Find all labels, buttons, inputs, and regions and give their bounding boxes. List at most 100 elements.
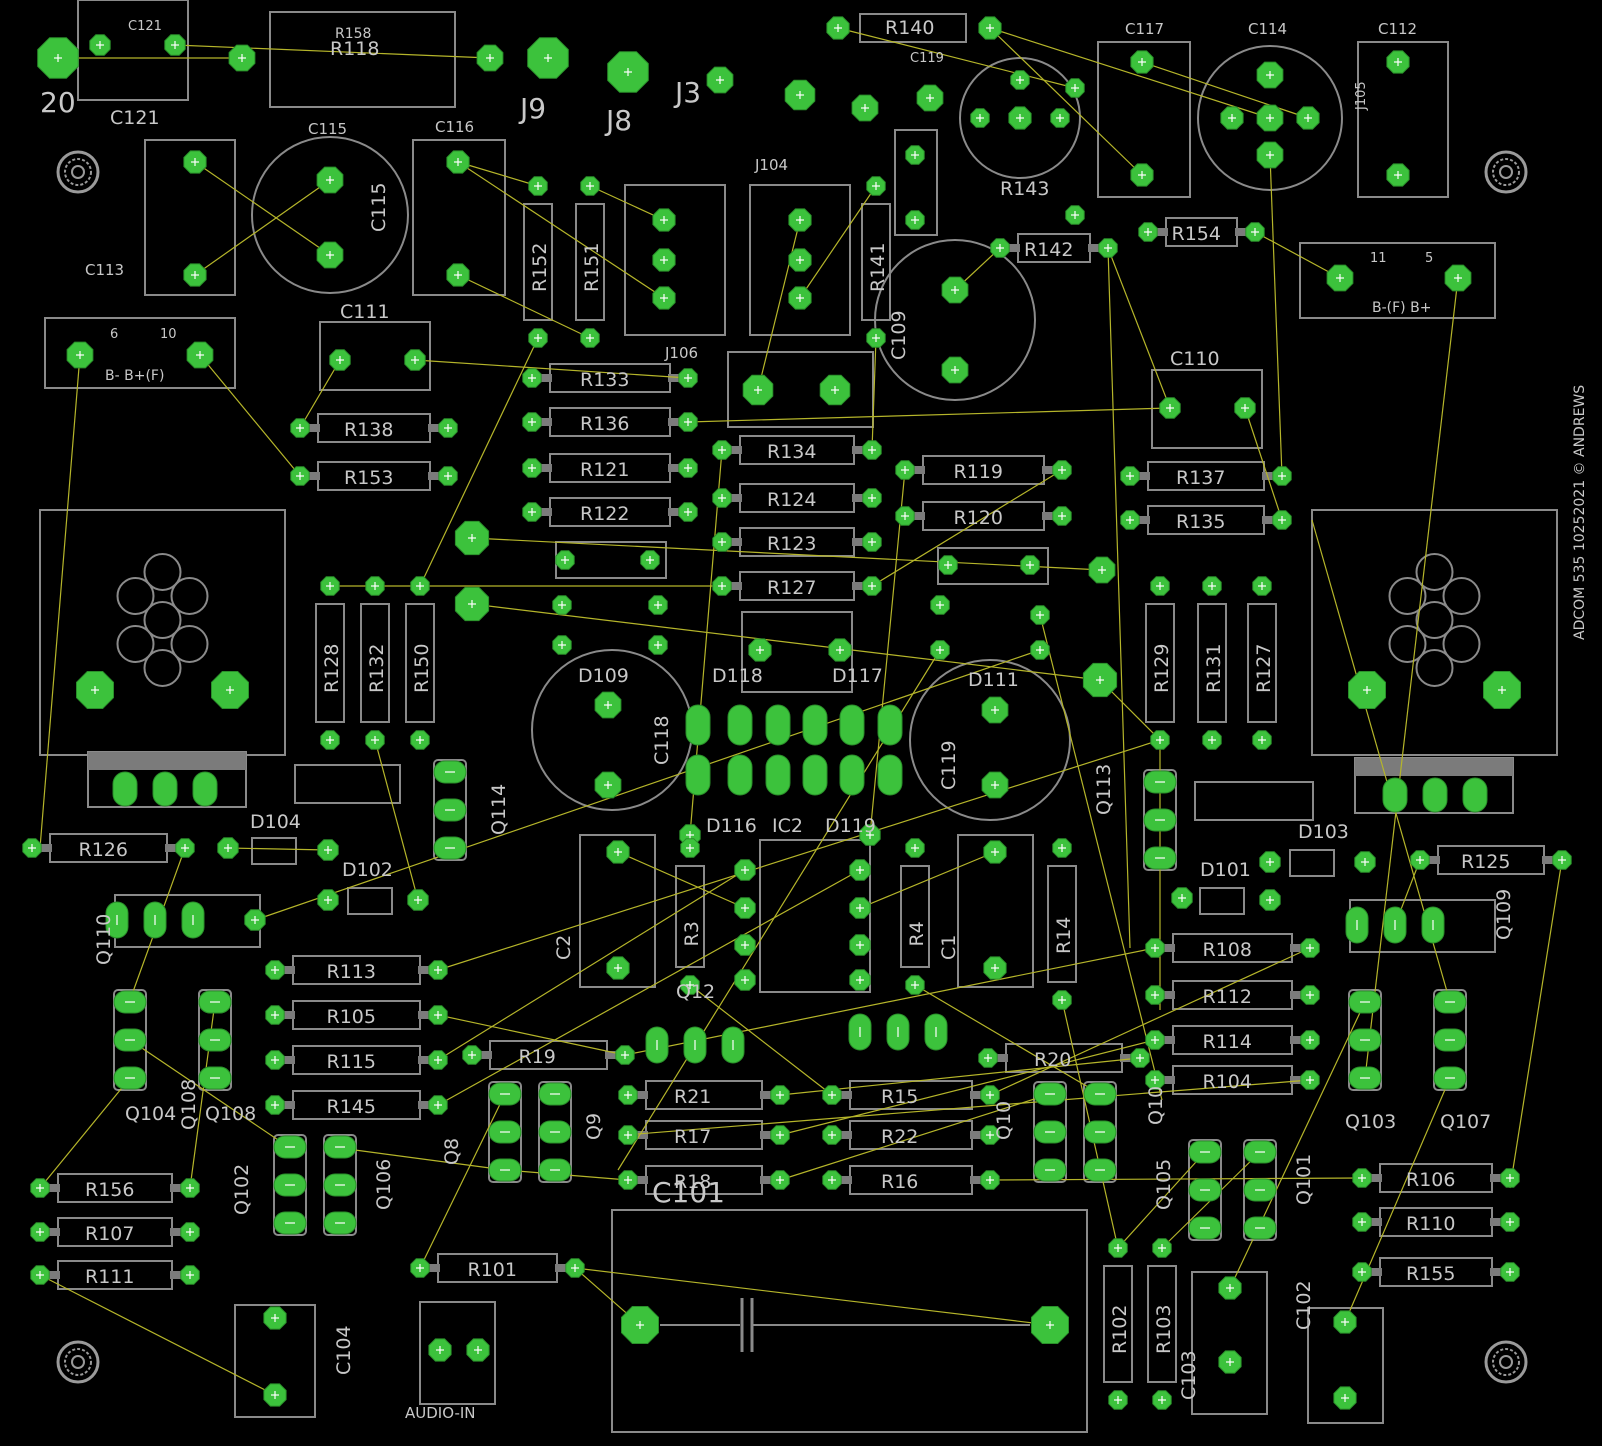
lead bbox=[1370, 1174, 1382, 1182]
lead bbox=[48, 1184, 60, 1192]
lead bbox=[730, 446, 742, 454]
lead bbox=[1042, 512, 1054, 520]
lead bbox=[1235, 228, 1247, 236]
silk-label: J8 bbox=[604, 104, 632, 137]
airwire bbox=[457, 161, 539, 187]
airwire bbox=[869, 469, 906, 836]
power-pin bbox=[143, 601, 182, 639]
lead bbox=[555, 1264, 567, 1272]
pad bbox=[112, 771, 138, 807]
c107-box bbox=[937, 547, 1049, 585]
lead bbox=[840, 1176, 852, 1184]
silk-label: R121 bbox=[580, 459, 629, 481]
lead bbox=[730, 538, 742, 546]
silk-label: R15 bbox=[881, 1086, 918, 1108]
silk-label: R106 bbox=[1406, 1169, 1455, 1191]
silk-label: D104 bbox=[250, 811, 301, 833]
resistor-body bbox=[360, 603, 390, 723]
silk-label: D102 bbox=[342, 859, 393, 881]
credit-text: ADCOM 535 10252021 © ANDREWS bbox=[1572, 385, 1588, 640]
lead bbox=[283, 966, 295, 974]
diode-body bbox=[1199, 887, 1245, 915]
c109-circle bbox=[874, 239, 1036, 401]
silk-label: C102 bbox=[1293, 1280, 1315, 1330]
c113-box bbox=[144, 139, 236, 296]
conn-left bbox=[44, 317, 236, 389]
lead bbox=[970, 1091, 982, 1099]
c116-box bbox=[412, 139, 506, 296]
silk-label: 6 bbox=[110, 327, 118, 342]
lead bbox=[540, 418, 552, 426]
silk-label: R110 bbox=[1406, 1213, 1455, 1235]
c1-box bbox=[957, 834, 1034, 988]
silk-label: R101 bbox=[468, 1259, 517, 1281]
silk-label: C121 bbox=[110, 107, 160, 129]
pad bbox=[877, 704, 903, 746]
airwire bbox=[779, 1093, 1051, 1181]
silk-label: J3 bbox=[673, 76, 701, 109]
silk-label: Q103 bbox=[1345, 1111, 1396, 1133]
mounting-hole bbox=[64, 158, 92, 186]
resistor-body bbox=[1103, 1265, 1133, 1383]
silk-label: 11 bbox=[1370, 251, 1387, 266]
silk-label: R17 bbox=[674, 1126, 711, 1148]
airwire bbox=[871, 469, 1063, 587]
power-pin bbox=[170, 577, 209, 615]
c117-box bbox=[1097, 41, 1191, 198]
silk-label: R105 bbox=[327, 1006, 376, 1028]
pad bbox=[765, 704, 791, 746]
pad bbox=[1422, 777, 1448, 813]
resistor-body bbox=[523, 203, 553, 321]
lead bbox=[760, 1176, 772, 1184]
c114-circle bbox=[1197, 45, 1343, 191]
lead bbox=[1120, 1054, 1132, 1062]
lead bbox=[418, 1101, 430, 1109]
silk-label: R151 bbox=[581, 243, 603, 292]
airwire bbox=[989, 27, 1271, 119]
r158-box bbox=[269, 11, 456, 108]
airwire bbox=[437, 869, 746, 1061]
heatsink-bar bbox=[1355, 758, 1513, 776]
power-pin bbox=[116, 577, 155, 615]
pad bbox=[877, 754, 903, 796]
power-pin bbox=[1415, 601, 1454, 639]
silk-label: R153 bbox=[344, 467, 393, 489]
lead bbox=[1008, 244, 1020, 252]
silk-label: R131 bbox=[1203, 644, 1225, 693]
silk-label: Q102 bbox=[231, 1164, 253, 1215]
silk-label: C117 bbox=[1125, 20, 1164, 38]
silk-label: R120 bbox=[954, 507, 1003, 529]
airwire bbox=[779, 1057, 1141, 1096]
silk-label: Q10 bbox=[1145, 1086, 1167, 1125]
silk-label: R150 bbox=[411, 644, 433, 693]
lead bbox=[1163, 944, 1175, 952]
silk-label: Q10 bbox=[993, 1101, 1015, 1140]
silk-label: C113 bbox=[85, 261, 124, 279]
silk-label: Q101 bbox=[1293, 1154, 1315, 1205]
lead bbox=[1290, 991, 1302, 999]
airwire bbox=[254, 649, 1041, 921]
silk-label: C110 bbox=[1170, 348, 1220, 370]
c112-box bbox=[1357, 41, 1449, 198]
lead bbox=[913, 466, 925, 474]
silk-label: Q110 bbox=[93, 914, 115, 965]
silk-label: R114 bbox=[1203, 1031, 1252, 1053]
lead bbox=[1290, 1076, 1302, 1084]
airwire bbox=[624, 1079, 1311, 1136]
lead bbox=[170, 1184, 182, 1192]
silk-label: R113 bbox=[327, 961, 376, 983]
silk-label: Q109 bbox=[1493, 889, 1515, 940]
mounting-hole bbox=[1492, 158, 1520, 186]
silk-label: Q8 bbox=[441, 1138, 463, 1165]
lead bbox=[1490, 1174, 1502, 1182]
j-box bbox=[624, 184, 726, 336]
resistor-body bbox=[1247, 603, 1277, 723]
airwire bbox=[129, 1039, 291, 1149]
power-pin bbox=[116, 625, 155, 663]
silk-label: D117 bbox=[832, 665, 883, 687]
pad bbox=[685, 704, 711, 746]
silk-label: D118 bbox=[712, 665, 763, 687]
lead bbox=[1042, 466, 1054, 474]
silk-label: 10 bbox=[160, 327, 177, 342]
